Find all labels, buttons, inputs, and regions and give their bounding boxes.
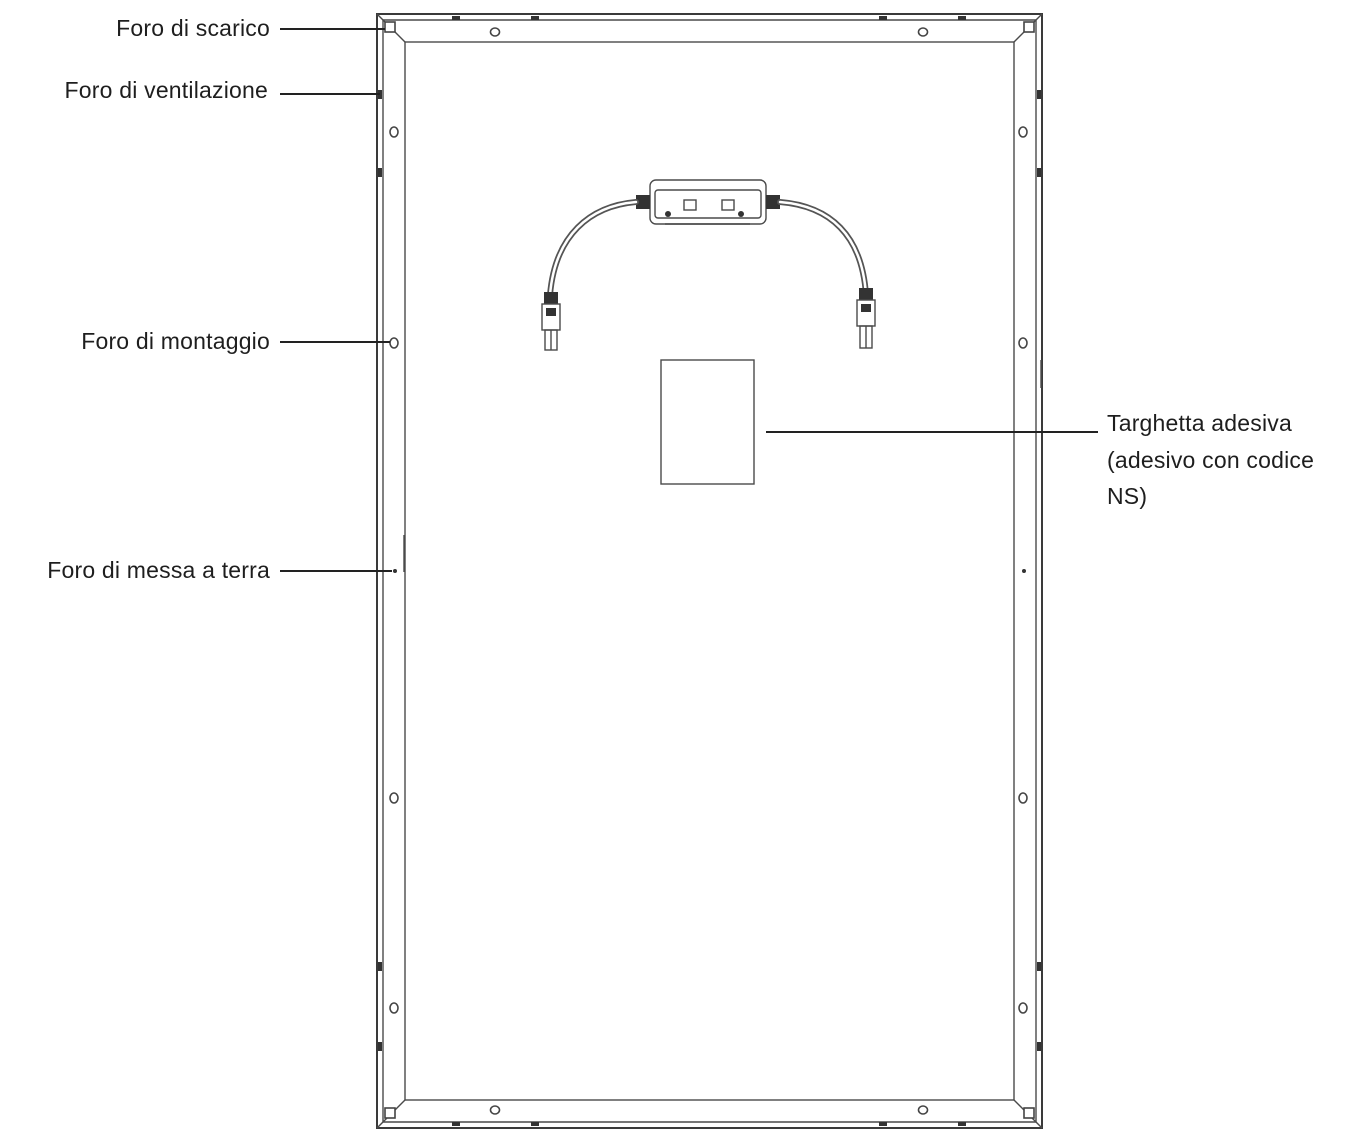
label-sticker-line3: NS) [1107,483,1147,509]
grounding-holes [393,360,1042,573]
label-vent-hole: Foro di ventilazione [65,77,268,103]
drain-hole-top-left [384,21,396,33]
drain-hole-top-right [1023,21,1035,33]
leader-lines [280,28,1098,572]
label-sticker-line1: Targhetta adesiva [1107,410,1292,436]
label-drain-hole: Foro di scarico [116,15,270,41]
label-mounting-hole: Foro di montaggio [81,328,270,354]
drain-holes [384,21,1035,1119]
junction-box [636,179,780,225]
vent-slots [378,16,1041,1126]
label-ground-hole: Foro di messa a terra [47,557,270,583]
label-sticker [660,359,755,485]
drain-hole-bottom-left [384,1107,396,1119]
drain-hole-bottom-right [1023,1107,1035,1119]
connector-left [541,292,561,351]
connector-right [856,288,876,349]
output-cables [547,199,869,298]
panel-frame [376,13,1043,1129]
label-sticker-line2: (adesivo con codice [1107,447,1314,473]
mounting-holes [389,27,1028,1115]
